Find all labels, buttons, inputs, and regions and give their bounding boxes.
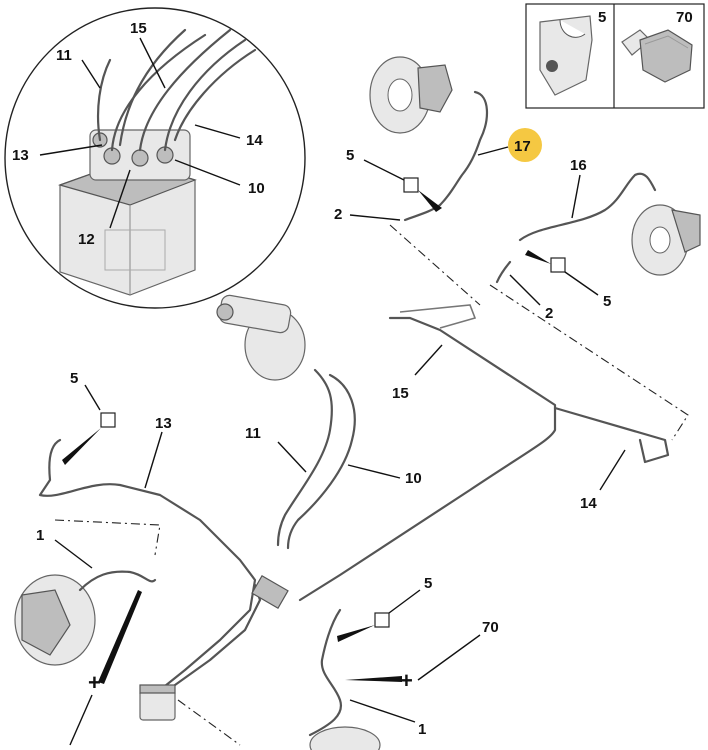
callout-13-mid: 13 [155, 415, 172, 432]
svg-text:+: + [400, 668, 413, 693]
callout-17: 17 [514, 138, 531, 155]
brake-disc-icon [369, 56, 453, 134]
callout-13-top: 13 [12, 147, 29, 164]
callout-15-top: 15 [130, 20, 147, 37]
abs-detail-inset: 11 15 14 13 10 12 [4, 7, 306, 309]
callout-5-insert: 5 [598, 9, 606, 26]
abs-unit-icon [139, 684, 176, 721]
brake-caliper-icon [21, 589, 71, 656]
callout-15-mid: 15 [392, 385, 409, 402]
svg-text:+: + [88, 670, 101, 695]
callout-1-a: 1 [36, 527, 44, 544]
callout-2-a: 2 [334, 206, 342, 223]
callout-2-b: 2 [545, 305, 553, 322]
callout-70-insert: 70 [676, 9, 693, 26]
plus-marker-icon: + [88, 670, 101, 695]
callout-5-a: 5 [346, 147, 354, 164]
callout-10-mid: 10 [405, 470, 422, 487]
abs-unit-icon [58, 129, 197, 296]
screw-icon [621, 29, 693, 83]
callout-1-b: 1 [418, 721, 426, 738]
plus-marker-icon: + [400, 668, 413, 693]
callout-14-mid: 14 [580, 495, 597, 512]
brake-disc-icon [14, 574, 96, 666]
callout-14-top: 14 [246, 132, 263, 149]
callout-16: 16 [570, 157, 587, 174]
callout-11-mid: 11 [245, 425, 261, 442]
callout-11-top: 11 [56, 47, 72, 64]
callout-70-b: 70 [482, 619, 499, 636]
callout-5-b: 5 [603, 293, 611, 310]
callout-5-c: 5 [70, 370, 78, 387]
brake-disc-icon [309, 726, 381, 750]
parts-insert-box: 5 70 [525, 3, 705, 109]
clip-icon [539, 15, 593, 96]
callout-17-highlight [508, 128, 542, 162]
master-cylinder-icon [216, 294, 306, 381]
brake-disc-icon [631, 204, 701, 276]
callout-10-top: 10 [248, 180, 265, 197]
brake-caliper-icon [417, 64, 453, 113]
callout-5-d: 5 [424, 575, 432, 592]
callout-12-top: 12 [78, 231, 95, 248]
brake-caliper-icon [671, 209, 701, 253]
